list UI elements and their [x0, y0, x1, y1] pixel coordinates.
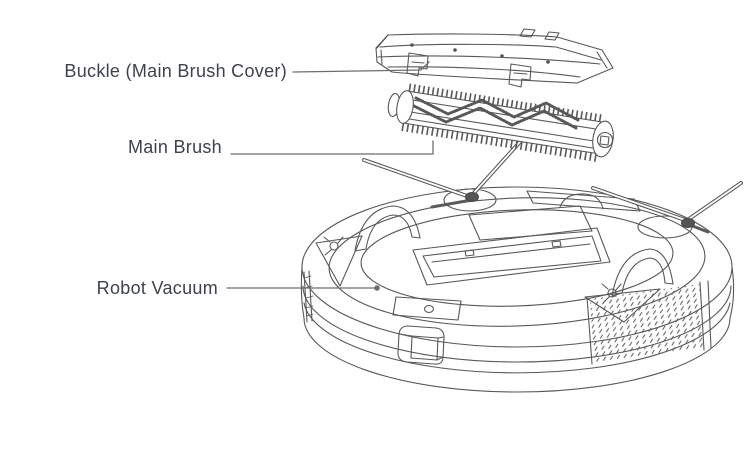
- buckle-cover-drawing: [375, 28, 614, 88]
- leader-line-main-brush: [230, 140, 434, 155]
- left-bumper-seam: [303, 270, 314, 323]
- front-square-button: [397, 325, 445, 365]
- leader-dot-robot-vacuum: [374, 285, 380, 291]
- side-brushes-drawing: [362, 131, 743, 239]
- leader-line-buckle: [292, 61, 430, 73]
- left-side-brush: [362, 131, 530, 212]
- robot-outer-silhouette: [300, 186, 735, 393]
- dust-door-plate: [468, 205, 593, 241]
- label-robot-vacuum: Robot Vacuum: [96, 278, 218, 298]
- left-corner-pocket: [315, 235, 363, 287]
- cover-latch-clips: [406, 52, 532, 88]
- main-brush-drawing: [387, 83, 614, 162]
- leader-lines: [226, 61, 434, 291]
- label-buckle-main-brush-cover: Buckle (Main Brush Cover): [64, 61, 287, 81]
- vent-grille: [586, 280, 712, 365]
- left-wheel-arch: [354, 205, 421, 252]
- robot-vacuum-drawing: [300, 186, 735, 393]
- right-side-brush: [591, 181, 743, 239]
- main-brush-bay: [412, 227, 611, 286]
- sensor-plate: [392, 296, 462, 321]
- cover-screws: [410, 43, 550, 64]
- label-main-brush: Main Brush: [127, 137, 222, 157]
